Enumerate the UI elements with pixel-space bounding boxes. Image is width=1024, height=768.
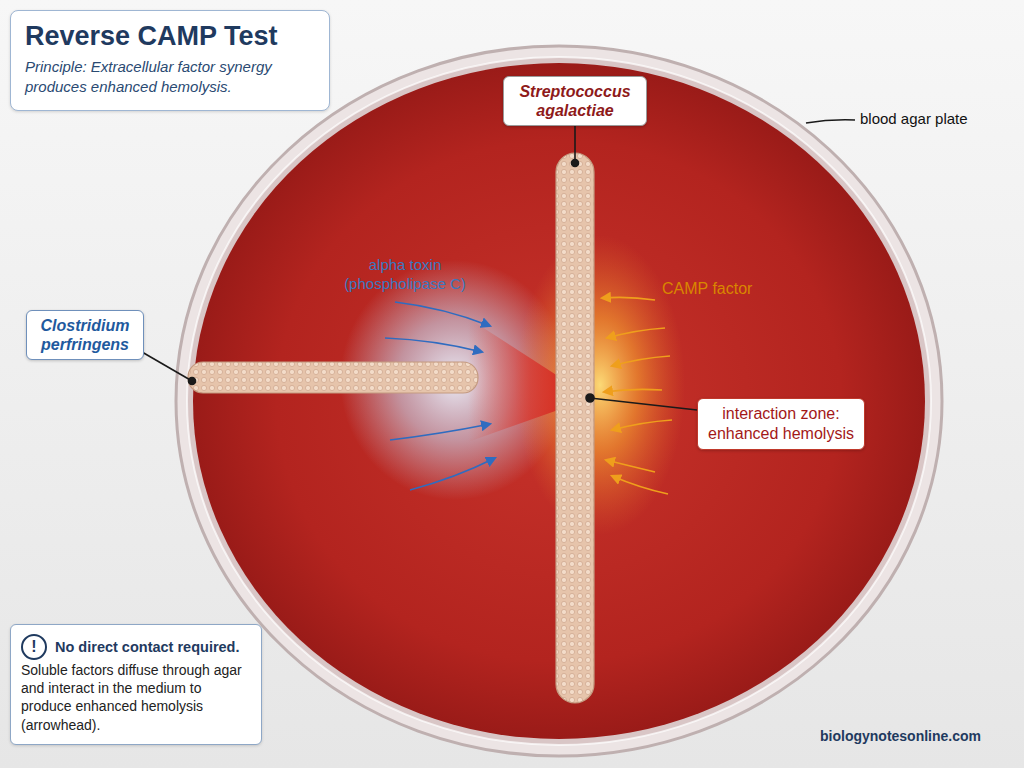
note-text: Soluble factors diffuse through agar and… bbox=[21, 661, 249, 734]
diffusion-arrow bbox=[604, 389, 662, 392]
diagram-title: Reverse CAMP Test bbox=[25, 21, 315, 52]
leader-line bbox=[590, 398, 697, 410]
note-heading: No direct contact required. bbox=[21, 634, 249, 660]
factor-label: CAMP factor bbox=[662, 280, 782, 298]
camp-factor-arrows bbox=[602, 297, 672, 494]
toxin-label: alpha toxin (phospholipase C) bbox=[330, 256, 480, 294]
leader-dot bbox=[189, 378, 196, 385]
alpha-toxin-arrows bbox=[385, 302, 495, 490]
plate-label: blood agar plate bbox=[860, 110, 1010, 127]
interaction-zone-label: interaction zone: enhanced hemolysis bbox=[697, 398, 865, 450]
diffusion-arrow bbox=[602, 297, 655, 300]
leader-dot bbox=[586, 394, 594, 402]
diffusion-arrow bbox=[612, 476, 668, 494]
organism-name: Streptococcus agalactiae bbox=[510, 82, 640, 120]
diffusion-arrow bbox=[390, 424, 490, 440]
diffusion-arrow bbox=[385, 338, 482, 352]
blood-agar bbox=[193, 63, 925, 739]
diffusion-arrow bbox=[607, 328, 665, 338]
leader-lines bbox=[142, 120, 855, 410]
clostridium-streak bbox=[188, 362, 478, 393]
principle-box: Reverse CAMP TestPrinciple: Extracellula… bbox=[10, 10, 330, 111]
diffusion-arrow bbox=[612, 356, 670, 366]
leader-line bbox=[806, 120, 855, 123]
note-box: !No direct contact required.Soluble fact… bbox=[10, 624, 262, 745]
watermark: biologynotesonline.com bbox=[820, 728, 1020, 744]
diffusion-arrow bbox=[395, 302, 490, 326]
zone-text: interaction zone: enhanced hemolysis bbox=[704, 404, 858, 444]
organism-label: Streptococcus agalactiae bbox=[503, 76, 647, 126]
leader-line bbox=[142, 352, 192, 381]
principle-text: Principle: Extracellular factor synergy … bbox=[25, 57, 315, 98]
warning-icon: ! bbox=[21, 634, 47, 660]
organism-name: Clostridium perfringens bbox=[33, 316, 137, 354]
diffusion-arrow bbox=[612, 420, 672, 430]
diffusion-arrow bbox=[410, 458, 495, 490]
leader-dot bbox=[572, 160, 579, 167]
petri-dish-rim bbox=[176, 46, 942, 756]
streptococcus-streak bbox=[556, 153, 594, 703]
petri-dish-inner-rim bbox=[187, 57, 931, 745]
organism-label: Clostridium perfringens bbox=[26, 310, 144, 360]
leader-line bbox=[574, 126, 576, 163]
diffusion-arrow bbox=[606, 460, 655, 472]
